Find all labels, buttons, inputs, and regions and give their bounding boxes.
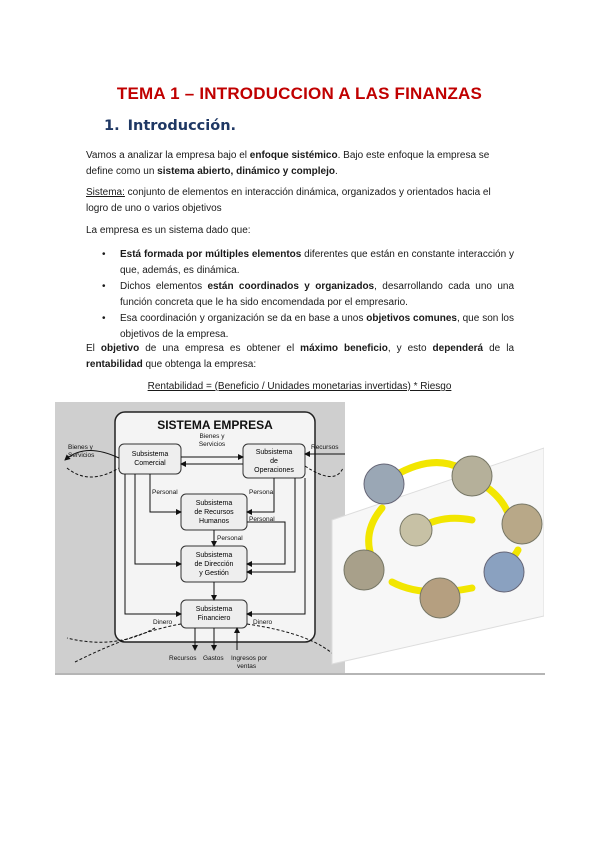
text-run: conjunto de elementos en interacción din… <box>86 187 491 214</box>
flow-label: Bienes y <box>200 433 226 440</box>
text-run: diferentes que están en constante intera… <box>120 249 514 276</box>
text-run: de la <box>483 343 515 354</box>
flow-label: ventas <box>237 663 257 670</box>
flow-label: Dinero <box>153 619 173 626</box>
flow-label: Recursos <box>311 444 339 451</box>
flow-label: Servicios <box>68 452 95 459</box>
node-fabricante-icon <box>419 577 461 619</box>
bold-run: dependerá <box>432 343 484 354</box>
paragraph-empresa-sistema: La empresa es un sistema dado que: <box>86 225 251 236</box>
bold-run: máximo beneficio <box>300 343 388 354</box>
box-label: y Gestión <box>199 570 229 577</box>
text-run: Esa coordinación y organización se da en… <box>120 313 367 324</box>
flow-label: Personal <box>249 489 275 496</box>
flow-label: Servicios <box>199 441 226 448</box>
bold-run: rentabilidad <box>86 359 143 370</box>
sistema-empresa-diagram: SISTEMA EMPRESA Subsistema Comercial Sub… <box>55 402 345 674</box>
box-label: Operaciones <box>254 467 294 474</box>
bullet-icon: • <box>102 281 106 292</box>
text-run: de una empresa es obtener el <box>139 343 301 354</box>
bullet-list: • Está formada por múltiples elementos d… <box>86 247 514 343</box>
flow-label: Personal <box>152 489 178 496</box>
paragraph-objetivo: El objetivo de una empresa es obtener el… <box>86 341 514 373</box>
box-label: Subsistema <box>196 552 233 559</box>
section-title: Introducción. <box>127 118 237 134</box>
term-sistema: Sistema: <box>86 187 125 198</box>
box-label: de Dirección <box>195 561 234 568</box>
text-run: que obtenga la empresa: <box>142 359 257 370</box>
text-run: . Bajo este enfoque la empresa se define… <box>86 150 490 177</box>
node-almacen-icon <box>501 503 543 545</box>
text-run: , que son los objetivos de la empresa. <box>120 313 514 340</box>
text-run: . <box>335 166 338 177</box>
text-run: El <box>86 343 101 354</box>
figure-bottom-rule <box>55 673 545 675</box>
supply-chain-svg <box>331 447 545 665</box>
supply-chain-illustration <box>322 402 545 674</box>
paragraph-enfoque: Vamos a analizar la empresa bajo el enfo… <box>86 148 514 180</box>
box-label: Financiero <box>198 615 231 622</box>
flow-label: Personal <box>249 516 275 523</box>
list-item: • Dichos elementos están coordinados y o… <box>86 279 514 310</box>
box-label: Subsistema <box>196 606 233 613</box>
box-label: Subsistema <box>132 451 169 458</box>
diagram-title: SISTEMA EMPRESA <box>157 418 273 432</box>
text-run: , y esto <box>387 343 433 354</box>
sistema-empresa-svg: SISTEMA EMPRESA Subsistema Comercial Sub… <box>64 411 345 670</box>
flow-label: Dinero <box>253 619 273 626</box>
node-proveedores-icon <box>363 463 405 505</box>
node-clientes-icon <box>451 455 493 497</box>
bold-run: enfoque sistémico <box>249 150 338 161</box>
bold-run: objetivos comunes <box>366 313 457 324</box>
flow-label: Recursos <box>169 655 197 662</box>
box-label: Humanos <box>199 518 229 525</box>
bold-run: objetivo <box>100 343 140 354</box>
flow-label: Personal <box>217 535 243 542</box>
box-label: Subsistema <box>196 500 233 507</box>
paragraph-sistema-definicion: Sistema: conjunto de elementos en intera… <box>86 185 514 217</box>
rentabilidad-formula: Rentabilidad = (Beneficio / Unidades mon… <box>147 381 452 392</box>
section-number: 1. <box>104 118 120 134</box>
flow-labels: Bienes y Servicios Bienes y Servicios Re… <box>68 433 339 670</box>
node-transporte-icon <box>483 551 525 593</box>
bullet-icon: • <box>102 313 106 324</box>
flow-label: Gastos <box>203 655 224 662</box>
text-run: , desarrollando cada uno una función con… <box>120 281 515 308</box>
box-label: de <box>270 458 278 465</box>
text-run: Dichos elementos <box>120 281 208 292</box>
list-item: • Está formada por múltiples elementos d… <box>86 247 514 278</box>
box-financiero <box>180 599 248 629</box>
page-title: TEMA 1 – INTRODUCCION A LAS FINANZAS <box>116 84 483 103</box>
bold-run: sistema abierto, dinámico y complejo <box>157 166 336 177</box>
node-ordenes-icon <box>399 513 433 547</box>
box-label: de Recursos <box>194 509 234 516</box>
cycle-nodes <box>343 455 543 619</box>
flow-label: Bienes y <box>68 444 94 451</box>
list-item: • Esa coordinación y organización se da … <box>86 311 514 342</box>
bullet-icon: • <box>102 249 106 260</box>
text-run: Vamos a analizar la empresa bajo el <box>86 150 250 161</box>
box-comercial <box>118 443 182 475</box>
box-label: Subsistema <box>256 449 293 456</box>
node-distribucion-icon <box>343 549 385 591</box>
bold-run: están coordinados y organizados <box>207 281 375 292</box>
flow-label: Ingresos por <box>231 655 268 662</box>
box-label: Comercial <box>134 460 166 467</box>
section-heading: 1. Introducción. <box>104 118 236 134</box>
bold-run: Está formada por múltiples elementos <box>120 249 302 260</box>
